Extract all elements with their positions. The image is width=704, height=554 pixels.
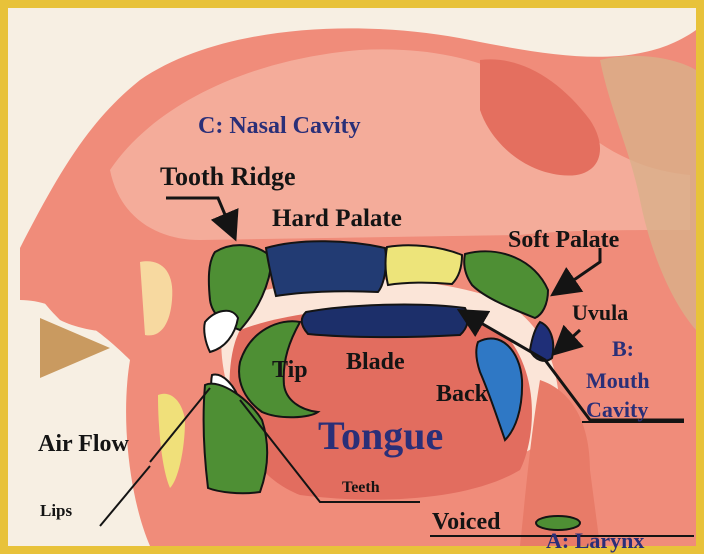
air-flow-label: Air Flow: [38, 432, 129, 456]
mouth-cavity-label-line1: B:: [612, 338, 634, 360]
mouth-cavity-label-line2: Mouth: [586, 370, 650, 392]
hard-palate-label: Hard Palate: [272, 206, 402, 231]
hard-palate-front-shape: [266, 241, 386, 296]
teeth-label: Teeth: [342, 480, 380, 496]
uvula-label: Uvula: [572, 302, 628, 324]
mouth-cavity-label-line3: Cavity: [586, 399, 648, 421]
soft-palate-label: Soft Palate: [508, 228, 619, 252]
hard-palate-back-shape: [386, 245, 462, 285]
nasal-cavity-label: C: Nasal Cavity: [198, 114, 361, 138]
lips-label: Lips: [40, 502, 72, 519]
voiced-label: Voiced: [432, 510, 500, 534]
tongue-blade-label: Blade: [346, 350, 405, 374]
tooth-ridge-label: Tooth Ridge: [160, 164, 296, 190]
tongue-tip-label: Tip: [272, 358, 308, 382]
tongue-blade-shape: [302, 305, 468, 338]
tongue-label: Tongue: [318, 416, 443, 456]
larynx-label: A: Larynx: [546, 530, 644, 552]
tongue-back-label: Back: [436, 382, 488, 406]
